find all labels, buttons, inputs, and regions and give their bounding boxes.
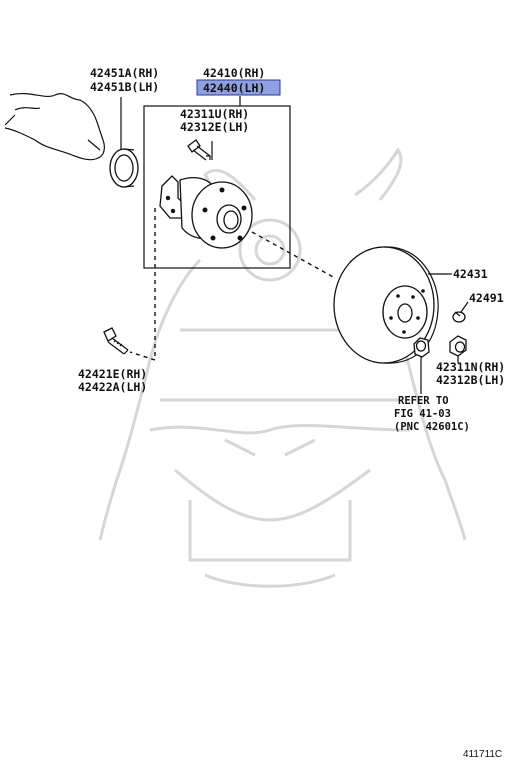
refer-to-line2: FIG 41-03 [394, 408, 451, 420]
brake-disc-42431 [333, 246, 439, 364]
drive-shaft-boot [4, 92, 105, 161]
hub-assembly-box [143, 105, 291, 269]
label-42311u: 42311U(RH) [180, 107, 249, 121]
label-42431: 42431 [453, 267, 488, 281]
reference-nut [413, 337, 430, 358]
refer-to-line3: (PNC 42601C) [394, 421, 470, 433]
hub-nut-42311n [449, 335, 467, 357]
label-42410: 42410(RH) [203, 66, 265, 80]
label-42451a: 42451A(RH) [90, 66, 159, 80]
label-42311n: 42311N(RH) [436, 360, 505, 374]
highlight-box [196, 79, 281, 96]
label-42422a: 42422A(LH) [78, 380, 147, 394]
label-42451b: 42451B(LH) [90, 80, 159, 94]
hub-to-disc-line [251, 231, 336, 279]
carrier-bolt-42421e [103, 327, 129, 355]
screw-42491 [452, 311, 466, 323]
oil-seal-42451 [109, 148, 139, 188]
screw-leader [460, 301, 469, 313]
label-42312b: 42312B(LH) [436, 373, 505, 387]
label-42312e: 42312E(LH) [180, 120, 249, 134]
label-42440: 42440(LH) [203, 81, 265, 95]
carrier-bolt-line [129, 208, 156, 361]
watermark-logo [98, 147, 467, 588]
refer-to-line1: REFER TO [398, 395, 449, 407]
diagram-code: 411711C [463, 749, 502, 760]
hub-bolt-42311u [187, 139, 213, 161]
hub-bearing-42410 [159, 175, 253, 249]
label-42491: 42491 [469, 291, 504, 305]
label-42421e: 42421E(RH) [78, 367, 147, 381]
